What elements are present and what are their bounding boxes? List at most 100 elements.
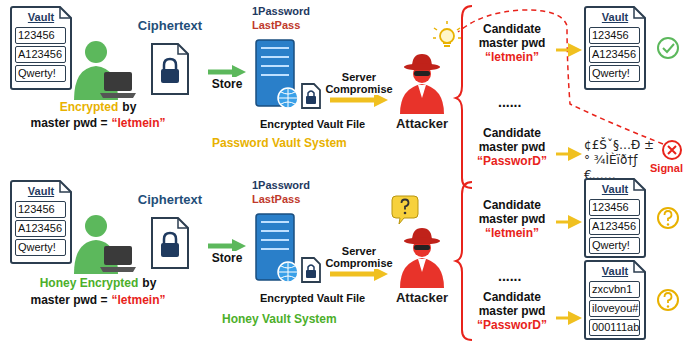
edge-label: Server Compromise (325, 71, 393, 95)
lightbulb-icon (433, 21, 461, 46)
garbled-text: ¢£Šˇ§…Ð ± ° ¾ÌÈïð†ƒ€…… (584, 138, 656, 183)
candidate-heading: Candidate master pwd (470, 290, 554, 318)
arrow-connector (556, 49, 568, 52)
label-line: Encryptedby (60, 100, 137, 114)
label-line: Signal (650, 162, 683, 174)
service-logo: 1Password (248, 178, 328, 192)
candidate-value: “letmein” (470, 50, 554, 64)
password-cell: iloveyou# (589, 300, 640, 317)
password-cell: Qwerty! (589, 65, 640, 82)
question-circle (658, 290, 678, 310)
password-cell: zxcvbn1 (589, 281, 640, 298)
text-label: by (142, 276, 156, 290)
candidate-value: “PassworD” (470, 154, 554, 168)
edge-label: Store (212, 251, 243, 265)
vault-heading: Vault (584, 9, 646, 25)
password-cell: A123456 (589, 218, 640, 235)
vault-document: Vault 123456A123456Qwerty! (584, 178, 646, 258)
label-line: Encrypted Vault File (260, 118, 365, 130)
text-label: master pwd = (30, 116, 107, 130)
label-line: Honey Vault System (222, 312, 337, 326)
password-cell: Qwerty! (15, 65, 66, 82)
candidate-password: Candidate master pwd“PassworD” (470, 290, 554, 338)
candidate-password: Candidate master pwd“PassworD” (470, 126, 554, 176)
text-label: Honey Encrypted (40, 276, 139, 290)
text-label: Encrypted (60, 100, 119, 114)
text-label: Honey Vault System (222, 312, 337, 326)
vault-document: Vault 123456A123456Qwerty! (584, 6, 646, 90)
password-cell: Qwerty! (15, 239, 66, 256)
candidate-password: Candidate master pwd“letmein” (470, 198, 554, 248)
password-cell: 123456 (589, 199, 640, 216)
password-cell: 000111ab (589, 319, 640, 336)
arrow-connector (208, 70, 232, 75)
password-cell: 123456 (15, 201, 66, 218)
vault-heading: Vault (10, 9, 72, 25)
text-label: “letmein” (112, 116, 166, 130)
candidate-password: Candidate master pwd“letmein” (470, 22, 554, 72)
attacker-figure: Attacker (390, 226, 454, 312)
text-label: ...... (498, 94, 521, 110)
text-label: Encrypted Vault File (260, 118, 365, 130)
vault-heading: Vault (10, 183, 72, 199)
edge-label: Server Compromise (325, 245, 393, 269)
ciphertext-heading: Ciphertext (134, 192, 206, 207)
vault-heading: Vault (584, 181, 646, 197)
arrow-connector (556, 317, 568, 320)
text-label: ...... (498, 268, 521, 284)
arrow-connector (208, 244, 232, 249)
text-label: Encrypted Vault File (260, 292, 365, 304)
candidate-heading: Candidate master pwd (470, 22, 554, 50)
question-bubble (392, 196, 418, 224)
user-icon (74, 215, 136, 274)
password-cell: A123456 (15, 220, 66, 237)
candidate-heading: Candidate master pwd (470, 126, 554, 154)
service-logo: LastPass (248, 18, 328, 32)
vault-document: Vault123456A123456Qwerty! (10, 6, 72, 90)
label-line: Encrypted Vault File (260, 292, 365, 304)
password-cell: 123456 (15, 27, 66, 44)
candidate-value: “letmein” (470, 226, 554, 240)
arrow-connector (556, 153, 568, 156)
candidate-heading: Candidate master pwd (470, 198, 554, 226)
attacker-label: Attacker (390, 116, 454, 131)
text-label: master pwd = (30, 293, 107, 307)
text-label: by (122, 100, 136, 114)
label-line: master pwd = “letmein” (30, 293, 165, 307)
candidate-value: “PassworD” (470, 318, 554, 332)
signal-dashed-line (458, 10, 663, 144)
label-line: ...... (498, 94, 521, 110)
user-icon (74, 41, 136, 100)
attacker-figure: Attacker (390, 52, 454, 138)
ciphertext-file: Ciphertext (134, 192, 206, 272)
arrow-connector (330, 272, 374, 277)
arrow-connector (330, 98, 374, 103)
vault-document: Vault zxcvbn1 iloveyou# 000111ab (584, 260, 646, 340)
vault-heading: Vault (584, 263, 646, 279)
arrow-connector (556, 221, 568, 224)
check-mark (658, 38, 678, 58)
text-label: Signal (650, 162, 683, 174)
label-line: Password Vault System (212, 136, 347, 150)
ciphertext-file: Ciphertext (134, 18, 206, 98)
service-logo: 1Password (248, 4, 328, 18)
vault-server: 1PasswordLastPass (248, 4, 328, 116)
edge-label: Store (212, 77, 243, 91)
password-cell: 123456 (589, 27, 640, 44)
label-line: ...... (498, 268, 521, 284)
red-bracket (456, 6, 472, 188)
vault-server: 1PasswordLastPass (248, 178, 328, 290)
label-line: master pwd = “letmein” (30, 116, 165, 130)
password-cell: A123456 (589, 46, 640, 63)
vault-document: Vault 123456A123456Qwerty! (10, 180, 72, 264)
ciphertext-heading: Ciphertext (134, 18, 206, 33)
service-logo: LastPass (248, 192, 328, 206)
question-circle (658, 208, 678, 228)
signal-cross (663, 141, 681, 159)
text-label: “letmein” (112, 293, 166, 307)
text-label: Password Vault System (212, 136, 347, 150)
red-bracket (456, 182, 472, 340)
label-line: Honey Encryptedby (40, 276, 157, 290)
password-cell: Qwerty! (589, 237, 640, 254)
